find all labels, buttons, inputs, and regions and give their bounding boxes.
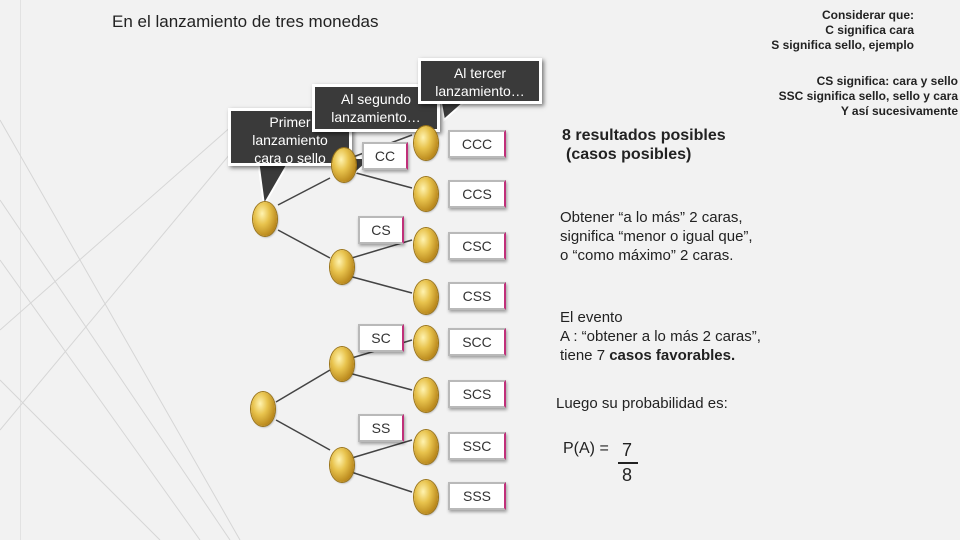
outcome-box: CCS [448, 180, 506, 208]
text-fragment: tiene 7 [560, 347, 610, 364]
note-line: SSC significa sello, sello y cara [778, 89, 958, 103]
coin-icon [330, 347, 354, 381]
coin-icon [414, 228, 438, 262]
callout-third-toss: Al tercer lanzamiento… [418, 58, 542, 104]
note-line: S significa sello, ejemplo [771, 38, 914, 52]
callout-line: lanzamiento [252, 132, 328, 148]
coin-icon [414, 177, 438, 211]
coin-icon [330, 250, 354, 284]
coin-icon [414, 430, 438, 464]
text-line: o “como máximo” 2 caras. [560, 247, 734, 264]
outcome-box: SSC [448, 432, 506, 460]
outcome-box: SCS [448, 380, 506, 408]
level2-box-sc: SC [358, 324, 404, 352]
probability-label: P(A) = [563, 440, 609, 457]
callout-line: cara o sello [254, 150, 326, 166]
coin-icon [332, 148, 356, 182]
note-line: Considerar que: [821, 8, 914, 22]
note-line: Y así sucesivamente [840, 104, 958, 118]
probability-intro: Luego su probabilidad es: [556, 395, 728, 412]
text-line: 8 resultados posibles [562, 127, 726, 144]
text-line: significa “menor o igual que”, [560, 228, 753, 245]
example-note: CS significa: cara y sello SSC significa… [779, 74, 958, 119]
possible-cases-text: 8 resultados posibles (casos posibles) [562, 126, 726, 164]
text-line: Obtener “a lo más” 2 caras, [560, 209, 743, 226]
note-line: C significa cara [825, 23, 914, 37]
callout-line: Al segundo [340, 91, 412, 107]
text-line: A : “obtener a lo más 2 caras”, [560, 328, 761, 345]
level2-box-cs: CS [358, 216, 404, 244]
coin-icon [253, 202, 277, 236]
callout-line: Al tercer [453, 65, 507, 81]
coin-icon [414, 378, 438, 412]
coin-icon [414, 480, 438, 514]
callout-line: lanzamiento… [435, 83, 525, 99]
event-description: El evento A : “obtener a lo más 2 caras”… [560, 308, 761, 365]
outcome-box: CSC [448, 232, 506, 260]
outcome-box: SSS [448, 482, 506, 510]
coin-icon [414, 326, 438, 360]
favorable-cases-text: casos favorables. [609, 347, 736, 364]
callout-line: Primer [269, 114, 311, 130]
level2-box-ss: SS [358, 414, 404, 442]
slide-title: En el lanzamiento de tres monedas [112, 12, 379, 31]
at-most-explanation: Obtener “a lo más” 2 caras, significa “m… [560, 208, 753, 265]
definition-note: Considerar que: C significa cara S signi… [771, 8, 914, 53]
fraction-bar [618, 462, 638, 464]
coin-icon [330, 448, 354, 482]
callout-line: lanzamiento… [331, 109, 421, 125]
level2-box-cc: CC [362, 142, 408, 170]
outcome-box: CCC [448, 130, 506, 158]
coin-icon [251, 392, 275, 426]
probability-denominator: 8 [622, 465, 633, 485]
text-line: (casos posibles) [566, 146, 692, 163]
coin-icon [414, 280, 438, 314]
outcome-box: CSS [448, 282, 506, 310]
text-line: tiene 7 casos favorables. [560, 346, 761, 365]
note-line: CS significa: cara y sello [816, 74, 958, 88]
text-line: El evento [560, 309, 623, 326]
coin-icon [414, 126, 438, 160]
outcome-box: SCC [448, 328, 506, 356]
probability-numerator: 7 [622, 440, 633, 460]
